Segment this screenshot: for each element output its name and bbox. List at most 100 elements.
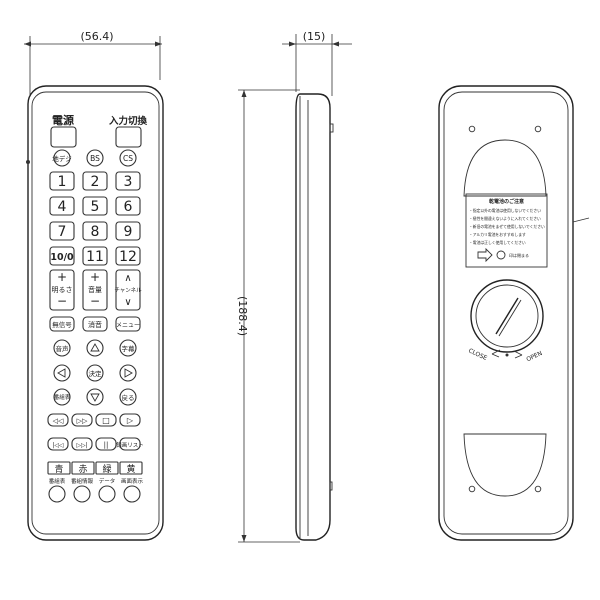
- audio-button[interactable]: [53, 339, 71, 357]
- skip-back-icon: |◁◁: [52, 442, 64, 449]
- number-button-12[interactable]: [115, 246, 141, 266]
- coin-slot[interactable]: [495, 297, 519, 335]
- down-arrow-button[interactable]: [86, 388, 104, 406]
- brightness-rocker[interactable]: [49, 269, 75, 311]
- up-arrow-button[interactable]: [86, 339, 104, 357]
- number-button-2[interactable]: [82, 171, 108, 191]
- close-label: CLOSE: [467, 347, 488, 362]
- info-bottom-button[interactable]: [73, 485, 91, 503]
- yellow-label: 黄: [126, 463, 135, 475]
- width-arrow-left: [24, 41, 31, 47]
- number-label-9: 9: [124, 224, 133, 240]
- cs-button[interactable]: [119, 149, 137, 167]
- screw-top-right: [534, 125, 542, 133]
- input-switch-label: 入力切換: [108, 115, 148, 127]
- number-button-5[interactable]: [82, 196, 108, 216]
- power-button[interactable]: [50, 126, 77, 148]
- number-label-1: 1: [58, 174, 67, 190]
- number-label-12: 12: [119, 249, 137, 265]
- number-label-11: 11: [86, 249, 104, 265]
- number-button-3[interactable]: [115, 171, 141, 191]
- width-dimension-label: (56.4): [80, 30, 113, 43]
- height-dimension-label: (188.4): [236, 296, 249, 336]
- display-bottom-button[interactable]: [123, 485, 141, 503]
- front-body-inner: [31, 91, 160, 535]
- red-button[interactable]: [71, 461, 95, 475]
- caution-line-3: ・新旧の電池をまぜて使用しないでください: [469, 224, 545, 229]
- number-button-6[interactable]: [115, 196, 141, 216]
- stop-icon: □: [102, 416, 110, 425]
- volume-minus: −: [90, 294, 100, 308]
- rewind-button[interactable]: [47, 413, 69, 427]
- channel-label: チャンネル: [114, 287, 142, 294]
- battery-cover-dial[interactable]: [470, 279, 544, 353]
- number-label-8: 8: [91, 224, 100, 240]
- channel-up: ∧: [124, 273, 131, 284]
- mute-label: 消音: [88, 320, 102, 329]
- number-button-7[interactable]: [49, 221, 75, 241]
- brightness-minus: −: [57, 294, 67, 308]
- green-button[interactable]: [95, 461, 119, 475]
- number-button-4[interactable]: [49, 196, 75, 216]
- terrestrial-label: 地デジ: [52, 154, 72, 163]
- number-button-8[interactable]: [82, 221, 108, 241]
- pause-button[interactable]: [95, 437, 117, 451]
- number-label-5: 5: [91, 199, 100, 215]
- number-button-9[interactable]: [115, 221, 141, 241]
- caution-line-1: ・指定以外の電池は使用しないでください: [469, 208, 541, 213]
- back-view: 乾電池のご注意 ・指定以外の電池は使用しないでください ・極性を間違えないように…: [438, 85, 590, 541]
- data-bottom-button[interactable]: [98, 485, 116, 503]
- stop-button[interactable]: [95, 413, 117, 427]
- caution-line-4: ・アルカリ電池をおすすめします: [469, 232, 526, 237]
- coin-slot-edge: [498, 299, 522, 337]
- right-arrow-button[interactable]: [119, 364, 137, 382]
- skip-back-button[interactable]: [47, 437, 69, 451]
- bottom-arch-recess: [463, 433, 547, 497]
- power-label: 電源: [52, 113, 74, 127]
- red-label: 赤: [78, 464, 87, 475]
- no-signal-button[interactable]: [49, 316, 75, 332]
- side-latch: [329, 481, 333, 491]
- depth-arrow-left: [289, 41, 296, 47]
- input-switch-button[interactable]: [115, 126, 142, 148]
- no-signal-label: 無信号: [52, 320, 72, 329]
- volume-plus: +: [90, 270, 100, 284]
- recording-list-button[interactable]: [119, 437, 141, 451]
- play-button[interactable]: [119, 413, 141, 427]
- volume-rocker[interactable]: [82, 269, 108, 311]
- screw-bottom-right: [534, 485, 542, 493]
- number-button-11[interactable]: [82, 246, 108, 266]
- bs-button[interactable]: [86, 149, 104, 167]
- left-arrow-button[interactable]: [53, 364, 71, 382]
- number-button-1[interactable]: [49, 171, 75, 191]
- play-icon: ▷: [127, 416, 134, 425]
- side-view: (15) (188.4): [236, 30, 352, 543]
- enter-label: 決定: [89, 369, 103, 378]
- menu-button[interactable]: [115, 316, 141, 332]
- open-label: OPEN: [525, 350, 543, 363]
- fast-forward-button[interactable]: [71, 413, 93, 427]
- back-leader-line: [572, 217, 590, 223]
- back-button[interactable]: [119, 388, 137, 406]
- channel-down: ∨: [124, 297, 131, 308]
- number-label-2: 2: [91, 174, 100, 190]
- blue-button[interactable]: [47, 461, 71, 475]
- channel-rocker[interactable]: [115, 269, 141, 311]
- back-body-outline: [438, 85, 574, 541]
- terrestrial-button[interactable]: [53, 149, 71, 167]
- pause-icon: ||: [104, 441, 109, 449]
- number-button-10[interactable]: [49, 246, 75, 266]
- volume-label: 音量: [88, 285, 102, 294]
- number-label-10: 10/0: [50, 252, 74, 263]
- skip-forward-button[interactable]: [71, 437, 93, 451]
- enter-button[interactable]: [86, 364, 104, 382]
- program-bottom-button[interactable]: [48, 485, 66, 503]
- program-guide-button[interactable]: [53, 388, 71, 406]
- bs-label: BS: [90, 154, 100, 163]
- subtitle-label: 字幕: [122, 344, 136, 353]
- yellow-button[interactable]: [119, 461, 143, 475]
- up-arrow-icon: [90, 343, 100, 352]
- mute-button[interactable]: [82, 316, 108, 332]
- subtitle-button[interactable]: [119, 339, 137, 357]
- menu-label: メニュー: [116, 322, 140, 329]
